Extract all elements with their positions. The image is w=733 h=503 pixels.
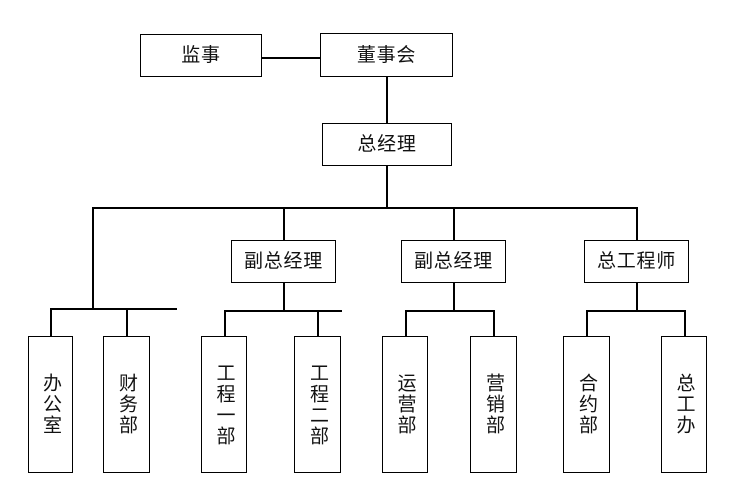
node-deputy-general-manager-1[interactable]: 副总经理 [231,240,336,283]
connector-bus-to-admin-group [92,207,94,309]
connector-bus-to-chief-engineer [636,207,638,241]
connector-board-to-supervisor [261,57,321,59]
node-engineering-department-2[interactable]: 工程二部 [294,336,341,473]
connector-engineering-to-dept-1 [224,310,226,337]
node-deputy-general-manager-2-label: 副总经理 [413,250,494,273]
connector-board-to-gm [386,76,388,123]
connector-technical-to-contract [586,310,588,337]
connector-bus-business-group [405,310,493,312]
node-general-manager-label: 总经理 [357,133,417,156]
connector-technical-to-ce-office [684,310,686,337]
connector-admin-to-office [50,308,52,337]
connector-business-to-marketing [493,310,495,337]
node-contract-department[interactable]: 合约部 [563,336,610,473]
node-operations-department-label: 运营部 [394,373,417,436]
connector-deputy-gm-1-drop [283,282,285,311]
connector-main-bus [92,207,637,209]
connector-business-to-operations [405,310,407,337]
node-contract-department-label: 合约部 [575,373,598,436]
node-general-manager[interactable]: 总经理 [322,123,452,166]
connector-bus-to-deputy-gm-2 [453,207,455,241]
node-finance-department[interactable]: 财务部 [103,336,150,473]
node-board-of-directors[interactable]: 董事会 [320,33,453,77]
connector-bus-engineering-group [224,310,342,312]
node-marketing-department[interactable]: 营销部 [470,336,517,473]
node-engineering-department-1-label: 工程一部 [213,362,236,447]
node-engineering-department-1[interactable]: 工程一部 [201,336,247,473]
node-supervisor-label: 监事 [181,44,221,67]
node-deputy-general-manager-2[interactable]: 副总经理 [401,240,506,283]
connector-bus-admin-group [50,308,177,310]
node-operations-department[interactable]: 运营部 [382,336,428,473]
node-chief-engineer-office[interactable]: 总工办 [661,336,707,473]
connector-chief-engineer-drop [636,282,638,311]
node-office-label: 办公室 [39,373,62,436]
node-supervisor[interactable]: 监事 [140,34,262,77]
connector-deputy-gm-2-drop [453,282,455,311]
node-board-of-directors-label: 董事会 [356,43,417,66]
node-finance-department-label: 财务部 [115,373,138,436]
connector-engineering-to-dept-2 [317,310,319,337]
node-chief-engineer-office-label: 总工办 [673,373,696,436]
node-engineering-department-2-label: 工程二部 [306,362,329,447]
node-marketing-department-label: 营销部 [482,373,505,436]
connector-bus-to-deputy-gm-1 [283,207,285,241]
node-office[interactable]: 办公室 [28,336,73,473]
connector-admin-to-finance [126,308,128,337]
node-deputy-general-manager-1-label: 副总经理 [243,250,324,273]
connector-bus-technical-group [586,310,685,312]
node-chief-engineer[interactable]: 总工程师 [584,240,689,283]
node-chief-engineer-label: 总工程师 [596,250,677,273]
connector-gm-drop [386,165,388,208]
